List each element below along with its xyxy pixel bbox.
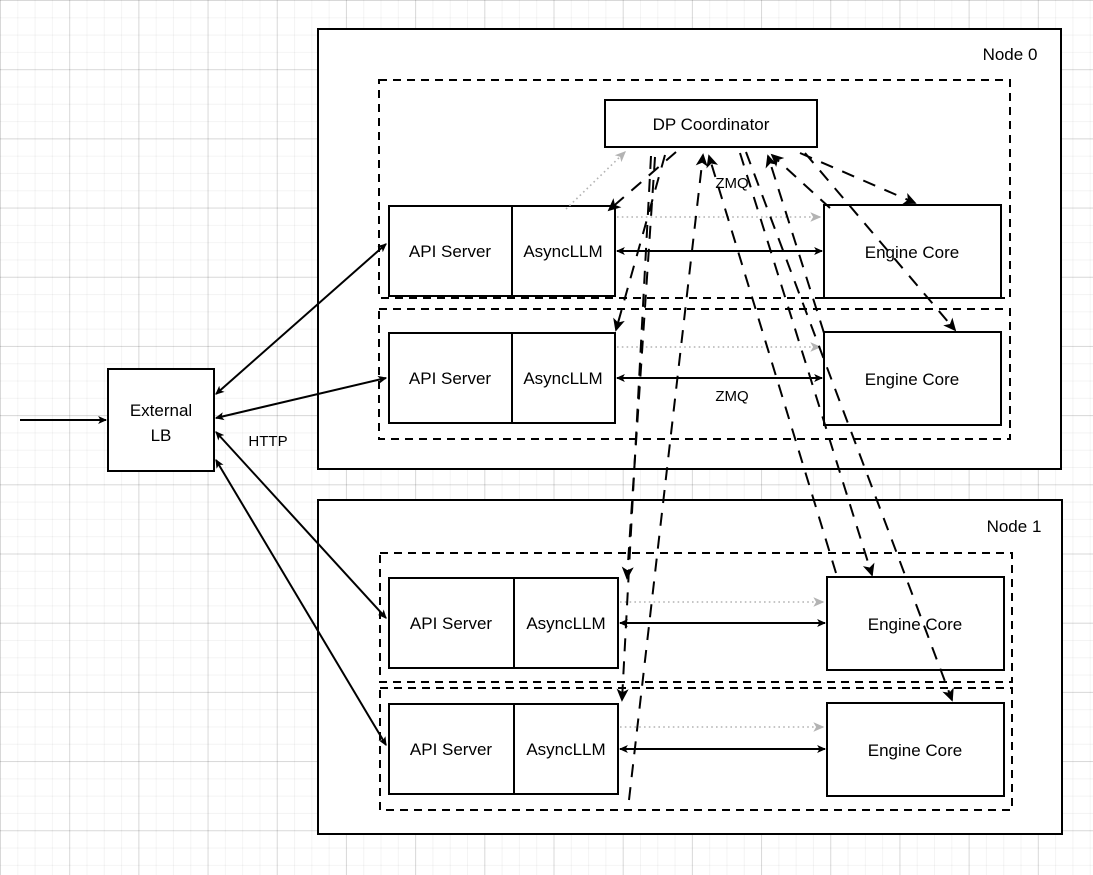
node-0-label: Node 0 <box>983 45 1038 64</box>
coordinator-to-node0-engine1-edge <box>804 152 957 332</box>
node1-engine0-to-coordinator-edge <box>706 154 837 574</box>
node-0-panel-1-engine-core-box[interactable] <box>823 331 1002 426</box>
coordinator-to-node1-engine1-edge <box>745 151 954 702</box>
dp-coordinator[interactable]: DP Coordinator <box>604 99 818 148</box>
external-lb-box[interactable] <box>107 368 215 472</box>
node-0-panel-1-async-llm-label: AsyncLLM <box>523 369 602 388</box>
external-lb-label-line1: External <box>130 401 192 420</box>
node-0-container: Node 0 DP Coordinator API Server AsyncLL… <box>317 28 1062 470</box>
node-1-panel-0-server-unit[interactable]: API Server AsyncLLM <box>388 577 619 669</box>
node-0-panel-0-engine-core-label: Engine Core <box>865 243 960 262</box>
node-0-panel-1-api-server-label: API Server <box>409 369 492 388</box>
node0-engine1-to-coordinator-edge <box>765 154 825 334</box>
node-1-panel-0-api-server-label: API Server <box>410 614 493 633</box>
node-1-panel-1-engine-core[interactable]: Engine Core <box>826 702 1005 797</box>
node-1-panel-0-server-box[interactable] <box>388 577 619 669</box>
coordinator-to-node1-engine0-edge <box>739 152 875 577</box>
node-1-panel-1-engine-core-label: Engine Core <box>868 741 963 760</box>
node-0-panel-0-engine-core-box[interactable] <box>823 204 1002 299</box>
node-0-panel-0-server-unit[interactable]: API Server AsyncLLM <box>388 205 616 297</box>
node-1-label: Node 1 <box>987 517 1042 536</box>
dp-coordinator-label: DP Coordinator <box>653 115 770 134</box>
node-1-panel-1-engine-core-box[interactable] <box>826 702 1005 797</box>
node-0-panel-1-engine-core[interactable]: Engine Core <box>823 331 1002 426</box>
node-0-panel-1-engine-core-label: Engine Core <box>865 370 960 389</box>
coordinator-to-node0-engine0-edge <box>799 152 917 205</box>
dp-coordinator-box[interactable] <box>604 99 818 148</box>
node-1-panel-1-server-box[interactable] <box>388 703 619 795</box>
node-1-container: Node 1 API Server AsyncLLM Engine Core A… <box>317 499 1063 835</box>
node-1-panel-0-engine-core-label: Engine Core <box>868 615 963 634</box>
node0-zmq-second-label: ZMQ <box>715 388 748 405</box>
node-0-panel-1-server-unit[interactable]: API Server AsyncLLM <box>388 332 616 424</box>
node-1-panel-1-server-unit[interactable]: API Server AsyncLLM <box>388 703 619 795</box>
external-lb-label-line2: LB <box>151 426 172 445</box>
external-lb[interactable]: External LB <box>107 368 215 472</box>
lb-to-node1-panel1-api-edge <box>215 459 387 746</box>
node-1-panel-0-engine-core-box[interactable] <box>826 576 1005 671</box>
async-llm-to-coordinator-dotted-edge <box>565 151 626 210</box>
node1-engine1-to-coordinator-edge <box>628 153 708 801</box>
node0-zmq-top-label: ZMQ <box>715 175 748 192</box>
coordinator-to-node0-asyncllm0-edge <box>607 151 677 212</box>
node-0-panel-1-server-box[interactable] <box>388 332 616 424</box>
coordinator-to-node0-asyncllm1-edge <box>613 154 666 332</box>
lb-to-node0-panel0-api-edge <box>215 243 387 395</box>
node-1-panel-0-engine-core[interactable]: Engine Core <box>826 576 1005 671</box>
http-label: HTTP <box>248 433 287 450</box>
node-0-panel-0-server-box[interactable] <box>388 205 616 297</box>
node-0-panel-0-api-server-label: API Server <box>409 242 492 261</box>
node-0-panel-0-engine-core[interactable]: Engine Core <box>823 204 1002 299</box>
node-1-panel-0-async-llm-label: AsyncLLM <box>526 614 605 633</box>
node-1-panel-1-async-llm-label: AsyncLLM <box>526 740 605 759</box>
node-0-panel-0-async-llm-label: AsyncLLM <box>523 242 602 261</box>
lb-to-node0-panel1-api-edge <box>214 375 388 421</box>
node-1-panel-1-api-server-label: API Server <box>410 740 493 759</box>
